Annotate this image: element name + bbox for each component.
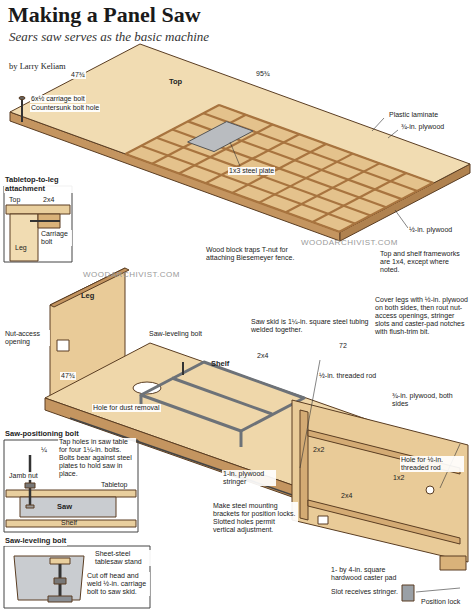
inset-heading: Leg [80, 292, 95, 301]
part-label: Top and shelf frameworks are 1x4, except… [379, 250, 471, 274]
part-label: Leg [14, 244, 28, 252]
part-label: Cover legs with ½-in. plywood on both si… [374, 296, 471, 336]
part-label: Hole for dust removal [92, 404, 161, 412]
part-label: Plastic laminate [388, 111, 439, 119]
part-label: 47¾ [70, 71, 86, 79]
part-label: Position lock [420, 598, 461, 606]
part-label: ½-in. plywood [408, 226, 453, 234]
part-label: 2x4 [256, 352, 269, 360]
part-label: Slot receives stringer. [330, 588, 399, 596]
title: Making a Panel Saw [8, 2, 201, 28]
part-label: 95¾ [255, 70, 271, 78]
inset-heading: Tabletop-to-leg attachment [4, 176, 76, 193]
part-label: Tabletop [100, 481, 128, 489]
part-label: ½-in. threaded rod [318, 372, 377, 380]
part-label: 1x3 steel plate [228, 167, 275, 175]
part-label: Sheet-steel tablesaw stand [94, 550, 152, 566]
part-label: 1-in. plywood stringer [222, 470, 276, 486]
part-label: 2x4 [340, 492, 353, 500]
part-label: ¾-in. plywood, both sides [391, 392, 471, 408]
part-label: Wood block traps T-nut for attaching Bie… [205, 246, 317, 262]
part-label: Cut off head and weld ½-in. carriage bol… [86, 572, 150, 596]
part-label: Nut-access opening [4, 330, 50, 346]
inset-heading: Saw [56, 503, 73, 512]
part-label: Carriage bolt [40, 230, 72, 246]
watermark: WOODARCHIVIST.COM [82, 270, 181, 279]
part-label: Hole for ½-in. threaded rod [400, 456, 464, 472]
part-label: 1- by 4-in. square hardwood caster pad [330, 566, 416, 582]
part-label: Tap holes in saw table for four 1¼-in. b… [58, 438, 136, 478]
part-label: Saw-leveling bolt [148, 330, 203, 338]
part-label: Shelf [60, 519, 78, 527]
part-label: Countersunk bolt hole [30, 104, 100, 112]
part-label: 1x2 [392, 474, 405, 482]
part-label: Top [8, 196, 21, 204]
part-label: 47¾ [60, 372, 76, 380]
watermark: WOODARCHIVIST.COM [300, 238, 399, 247]
inset-heading: Shelf [210, 360, 230, 369]
part-label: 72 [338, 342, 348, 350]
part-label: Jamb nut [8, 472, 39, 480]
part-label: ¼ [40, 446, 48, 454]
part-label: 6x½ carriage bolt [30, 95, 86, 103]
part-label: Make steel mounting brackets for positio… [212, 502, 298, 534]
inset-heading: Top [168, 78, 183, 87]
inset-heading: Saw-leveling bolt [4, 537, 67, 546]
part-label: 2x2 [312, 446, 325, 454]
part-label: ¾-in. plywood [400, 123, 445, 131]
inset-heading: Sears saw serves as the basic machine [8, 30, 210, 45]
part-label: by Larry Keliam [8, 62, 67, 72]
part-label: Saw skid is 1¼-in. square steel tubing w… [250, 318, 372, 334]
part-label: 2x4 [42, 196, 55, 204]
